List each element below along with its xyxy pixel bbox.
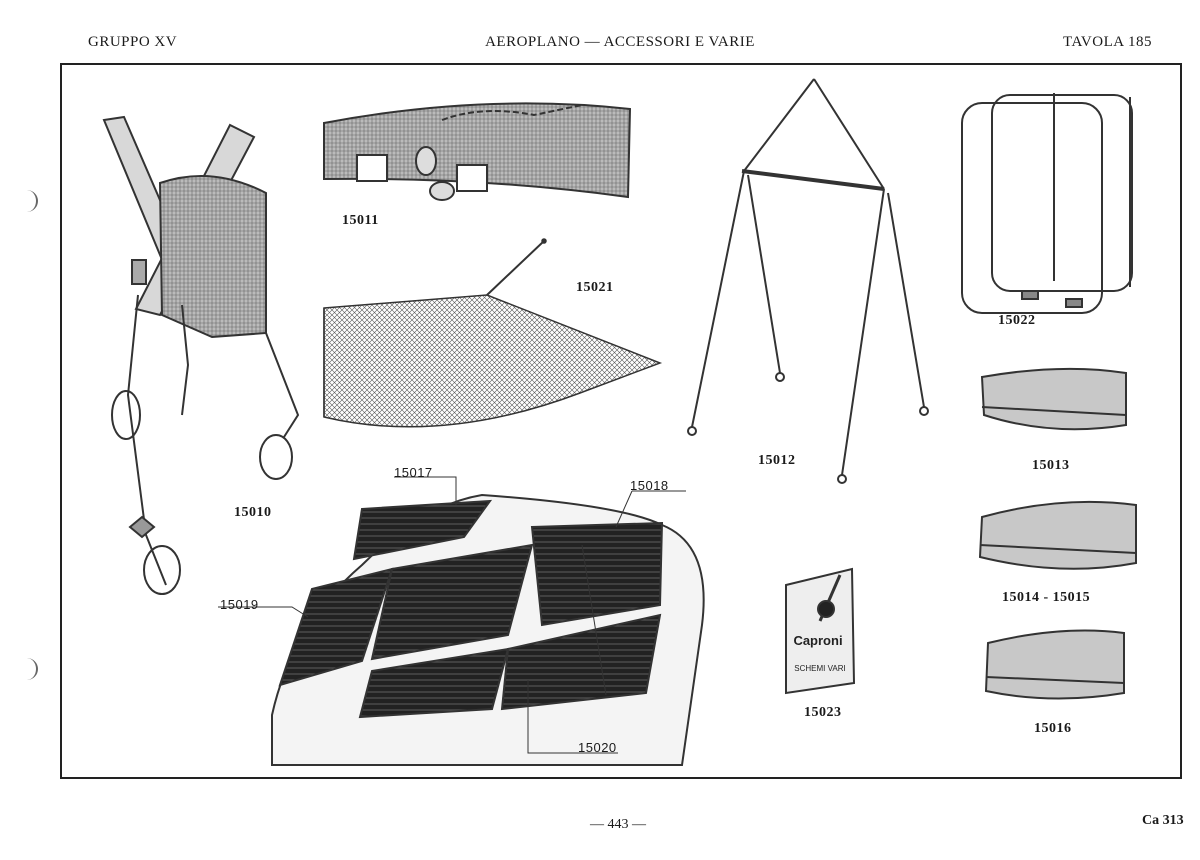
net-drawing [323, 238, 663, 428]
punch-hole-mark [18, 658, 38, 680]
part-label-15013: 15013 [1032, 458, 1070, 473]
part-label-15011: 15011 [342, 213, 379, 228]
rack-frame-drawing [961, 93, 1133, 314]
part-label-15012: 15012 [758, 453, 796, 468]
folded-cover-drawing [978, 500, 1137, 570]
part-label-15021: 15021 [576, 280, 614, 295]
part-label-15019: 15019 [220, 597, 259, 612]
illustration-plate: Caproni SCHEMI VARI [102, 78, 1137, 766]
belt-drawing [323, 102, 632, 201]
canopy-drawing [271, 493, 705, 766]
part-label-15023: 15023 [804, 705, 842, 720]
plate-number: TAVOLA 185 [1063, 34, 1152, 50]
leader-lines [218, 476, 686, 754]
sling-drawing [687, 78, 929, 484]
part-label-15022: 15022 [998, 313, 1036, 328]
page-number: — 443 — [590, 817, 646, 832]
caproni-sign-drawing [785, 567, 856, 695]
part-label-15016: 15016 [1034, 721, 1072, 736]
sign-brand-text: Caproni [793, 633, 842, 648]
harness-drawing [102, 115, 300, 595]
part-label-15018: 15018 [630, 478, 669, 493]
punch-hole-mark [18, 190, 38, 212]
plate-frame: Caproni SCHEMI VARI 15010 15011 15012 15… [60, 63, 1182, 779]
sign-caption-text: SCHEMI VARI [794, 664, 845, 673]
document-code: Ca 313 [1142, 813, 1184, 828]
part-label-15010: 15010 [234, 505, 272, 520]
folded-cover-drawing [984, 629, 1125, 700]
part-label-15020: 15020 [578, 740, 617, 755]
part-label-15017: 15017 [394, 465, 433, 480]
folded-cover-drawing [980, 367, 1127, 431]
page-title: AEROPLANO — ACCESSORI E VARIE [485, 34, 755, 50]
group-heading: GRUPPO XV [88, 34, 178, 50]
part-label-15014-15015: 15014 - 15015 [1002, 590, 1091, 605]
